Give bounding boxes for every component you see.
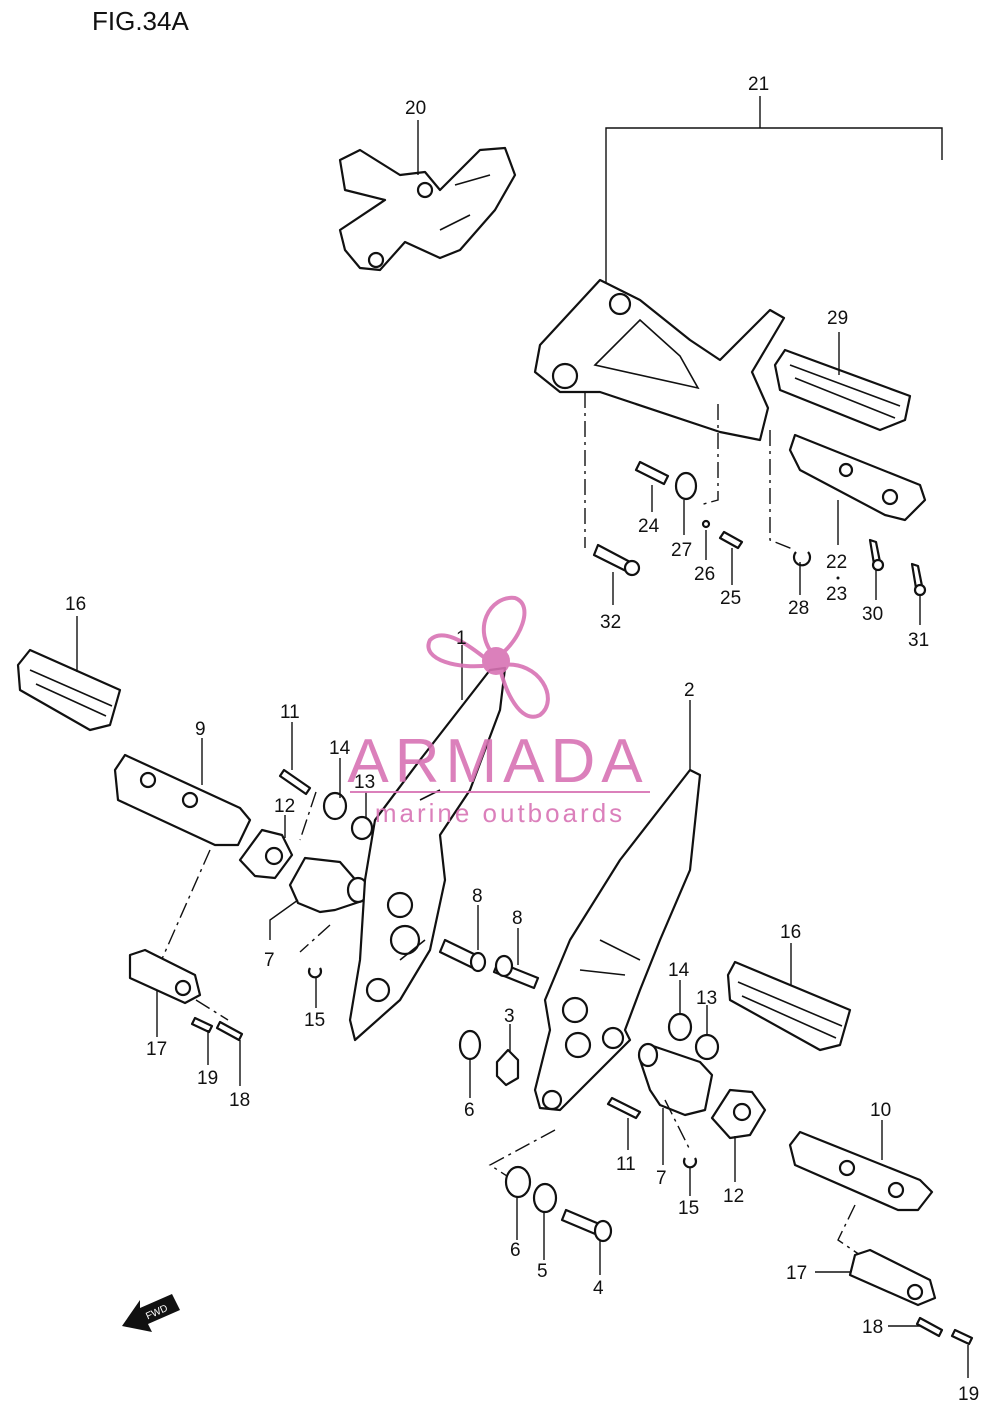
callout-7-right: 7 (656, 1168, 667, 1189)
callout-1: 1 (456, 628, 467, 649)
callout-13-left: 13 (354, 772, 375, 793)
callout-16-left: 16 (65, 594, 86, 615)
callout-22: 22 (826, 552, 847, 573)
callout-21: 21 (748, 74, 769, 95)
washer-6b (504, 1165, 532, 1199)
left-footrest-assembly (16, 616, 540, 1098)
rear-footrest (788, 433, 927, 522)
pin-26 (701, 519, 711, 529)
callout-24: 24 (638, 516, 660, 537)
propeller-hub-icon (482, 647, 510, 675)
callout-9: 9 (195, 719, 206, 740)
propeller-logo-icon (426, 595, 550, 719)
callout-6b: 6 (510, 1240, 521, 1261)
callout-16-right: 16 (780, 922, 801, 943)
washer-6a (458, 1029, 482, 1061)
nut-3 (495, 1048, 520, 1087)
callout-7-left: 7 (264, 950, 275, 971)
callout-10: 10 (870, 1100, 891, 1121)
callout-20: 20 (405, 98, 426, 119)
clip-15-left (307, 967, 323, 979)
main-bracket-2-right (533, 768, 702, 1112)
callout-5: 5 (537, 1261, 548, 1282)
callout-13-right: 13 (696, 988, 717, 1009)
callout-8b: 8 (512, 908, 523, 929)
clip-28 (792, 551, 812, 567)
pin-11-left (278, 768, 312, 796)
washer-27 (674, 471, 698, 501)
callout-14-right: 14 (668, 960, 690, 981)
screw-19-left (190, 1016, 214, 1034)
callout-labels: 20 21 29 22 23 24 27 26 25 28 32 30 31 1… (65, 74, 979, 1405)
callout-15-right: 15 (678, 1198, 699, 1219)
front-footrest-rubber-left (16, 648, 122, 732)
bolt-18-left (215, 1020, 244, 1042)
watermark-tagline: marine outboards (375, 798, 625, 828)
callout-17-left: 17 (146, 1039, 167, 1060)
plate-17-right (848, 1248, 937, 1307)
pin-11-right (606, 1096, 642, 1120)
callout-32: 32 (600, 612, 621, 633)
watermark-brand: ARMADA (347, 727, 648, 796)
collar-13-right (694, 1033, 720, 1061)
callout-2: 2 (684, 680, 695, 701)
forward-direction-marker: FWD (122, 1294, 180, 1332)
callout-17-right: 17 (786, 1263, 807, 1284)
right-footrest-assembly (488, 700, 974, 1378)
callout-4: 4 (593, 1278, 604, 1299)
callout-29: 29 (827, 308, 848, 329)
clip-15-right (682, 1157, 698, 1169)
rear-footrest-rubber (773, 348, 912, 432)
footrest-bracket-20 (338, 120, 517, 272)
callout-25: 25 (720, 588, 741, 609)
main-bracket-1-left (348, 666, 507, 1042)
plate-17-left (128, 948, 202, 1005)
upper-left-bracket (338, 146, 517, 272)
front-footrest-rubber-right (726, 960, 852, 1052)
callout-11-right: 11 (616, 1154, 636, 1175)
callout-30: 30 (862, 604, 883, 625)
callout-31: 31 (908, 630, 929, 651)
callout-15-left: 15 (304, 1010, 325, 1031)
screw-19-right (950, 1328, 974, 1346)
callout-12-right: 12 (723, 1186, 744, 1207)
callout-19-right: 19 (958, 1384, 979, 1405)
spring-25 (718, 530, 744, 550)
callout-23: 23 (826, 584, 847, 605)
figure-title: FIG.34A (92, 6, 189, 36)
callout-12-left: 12 (274, 796, 295, 817)
fwd-arrow-icon (122, 1294, 180, 1332)
callout-27: 27 (671, 540, 692, 561)
collar-13-left (350, 815, 374, 841)
group-bracket-21 (605, 127, 943, 300)
bolt-18-right (915, 1316, 944, 1338)
bolt-24 (634, 460, 670, 486)
collar-14-right (667, 1012, 693, 1042)
callout-6a: 6 (464, 1100, 475, 1121)
rear-footrest-bracket (533, 278, 786, 442)
washer-5 (532, 1182, 558, 1214)
callout-3: 3 (504, 1006, 515, 1027)
collar-14-left (322, 791, 348, 821)
callout-26: 26 (694, 564, 715, 585)
callout-18-right: 18 (862, 1317, 883, 1338)
callout-28: 28 (788, 598, 809, 619)
callout-19-left: 19 (197, 1068, 218, 1089)
pivot-holder-7-right (638, 1043, 714, 1117)
armada-watermark: ARMADA marine outboards (347, 595, 650, 828)
bracket-assembly-21 (533, 96, 943, 625)
callout-14-left: 14 (329, 738, 351, 759)
callout-8a: 8 (472, 886, 483, 907)
callout-11-left: 11 (280, 702, 300, 723)
callout-18-left: 18 (229, 1090, 250, 1111)
front-footrest-right (788, 1130, 934, 1212)
